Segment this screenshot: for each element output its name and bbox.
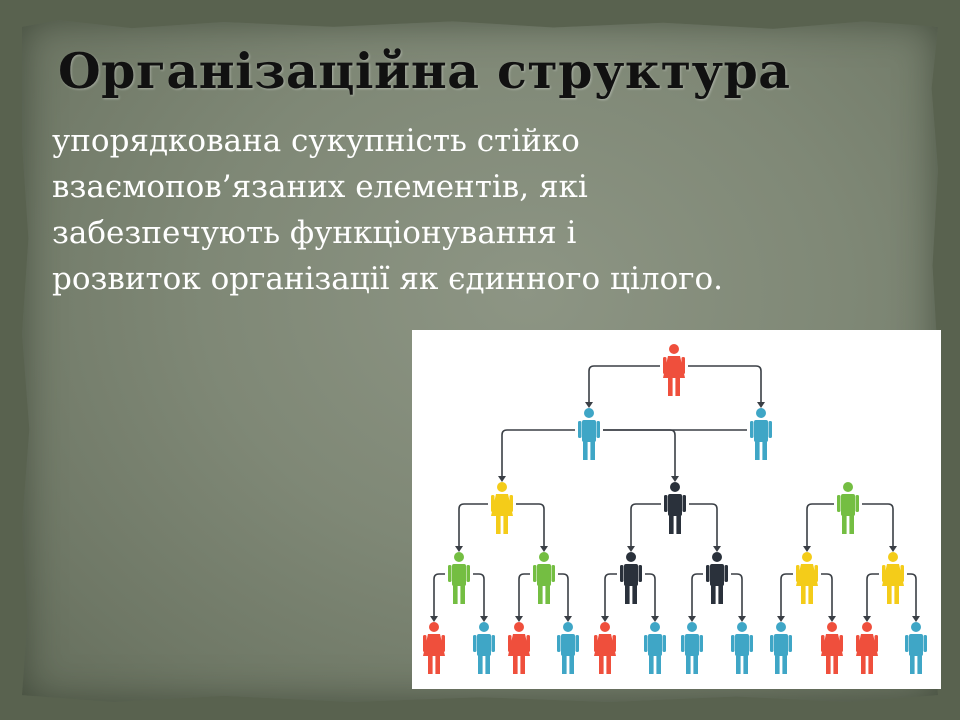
person-icon	[594, 622, 616, 674]
definition-text: упорядкована сукупність стійко взаємопов…	[52, 118, 932, 302]
connector-line	[516, 503, 545, 546]
connector-line	[501, 429, 575, 476]
person-icon	[533, 552, 555, 604]
connector-line	[433, 573, 445, 616]
arrow-head-icon	[540, 546, 548, 552]
person-icon	[731, 622, 753, 674]
definition-line-2: взаємопов’язаних елементів, які	[52, 169, 588, 205]
slide-title: Організаційна структура	[58, 42, 791, 100]
arrow-head-icon	[455, 546, 463, 552]
definition-line-3: забезпечують функціонування і	[52, 215, 577, 251]
connector-line	[518, 573, 530, 616]
org-chart-image	[412, 330, 941, 689]
arrow-head-icon	[564, 616, 572, 622]
connector-line	[630, 503, 661, 546]
arrow-head-icon	[912, 616, 920, 622]
connector-line	[689, 503, 718, 546]
arrow-head-icon	[828, 616, 836, 622]
connector-line	[688, 365, 762, 402]
person-icon	[706, 552, 728, 604]
connector-line	[806, 503, 834, 546]
person-icon	[821, 622, 843, 674]
person-icon	[796, 552, 818, 604]
person-icon	[578, 408, 600, 460]
arrow-head-icon	[757, 402, 765, 408]
connector-line	[604, 573, 617, 616]
person-icon	[663, 344, 685, 396]
arrow-head-icon	[515, 616, 523, 622]
person-icon	[750, 408, 772, 460]
person-icon	[770, 622, 792, 674]
connector-line	[731, 573, 743, 616]
person-icon	[664, 482, 686, 534]
connector-line	[907, 573, 917, 616]
definition-line-1: упорядкована сукупність стійко	[52, 123, 580, 159]
arrow-head-icon	[651, 616, 659, 622]
person-icon	[448, 552, 470, 604]
arrow-head-icon	[671, 476, 679, 482]
connector-line	[558, 573, 569, 616]
arrow-head-icon	[688, 616, 696, 622]
connector-line	[603, 429, 676, 476]
arrow-head-icon	[627, 546, 635, 552]
connector-line	[862, 503, 894, 546]
person-icon	[905, 622, 927, 674]
connector-line	[473, 573, 485, 616]
connector-line	[780, 573, 793, 616]
person-icon	[882, 552, 904, 604]
arrow-head-icon	[498, 476, 506, 482]
definition-line-4: розвиток організації як єдинного цілого.	[52, 261, 723, 297]
connector-line	[645, 573, 656, 616]
arrow-head-icon	[863, 616, 871, 622]
person-icon	[557, 622, 579, 674]
person-icon	[423, 622, 445, 674]
person-icon	[856, 622, 878, 674]
connector-line	[866, 573, 879, 616]
connector-line	[821, 573, 833, 616]
person-icon	[473, 622, 495, 674]
person-icon	[620, 552, 642, 604]
connector-line	[458, 503, 488, 546]
person-icon	[508, 622, 530, 674]
org-chart-diagram	[423, 344, 927, 674]
person-icon	[837, 482, 859, 534]
arrow-head-icon	[803, 546, 811, 552]
arrow-head-icon	[713, 546, 721, 552]
arrow-head-icon	[480, 616, 488, 622]
connector-line	[588, 365, 660, 402]
arrow-head-icon	[889, 546, 897, 552]
arrow-head-icon	[601, 616, 609, 622]
arrow-head-icon	[777, 616, 785, 622]
connector-line	[691, 573, 703, 616]
person-icon	[681, 622, 703, 674]
person-icon	[644, 622, 666, 674]
arrow-head-icon	[585, 402, 593, 408]
arrow-head-icon	[738, 616, 746, 622]
arrow-head-icon	[430, 616, 438, 622]
person-icon	[491, 482, 513, 534]
